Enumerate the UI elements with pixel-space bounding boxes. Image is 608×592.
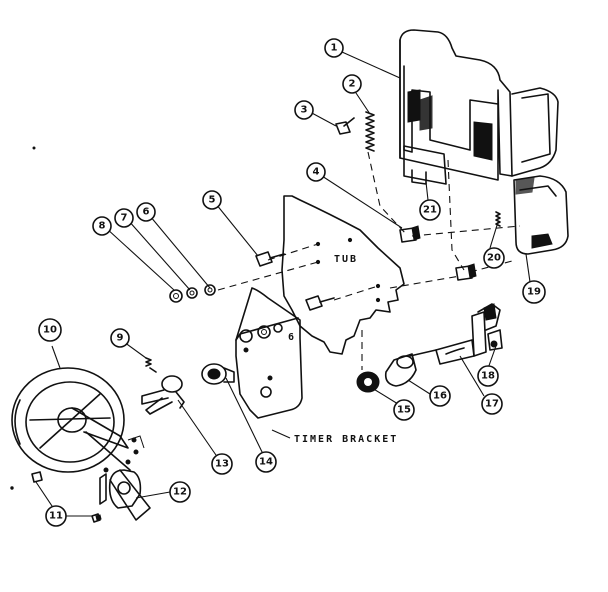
- callout-18: 18: [477, 365, 499, 387]
- callout-11: 11: [45, 505, 67, 527]
- callout-4: 4: [306, 162, 326, 182]
- svg-text:7: 7: [121, 213, 128, 224]
- svg-text:16: 16: [433, 391, 447, 402]
- svg-text:11: 11: [49, 511, 63, 522]
- svg-text:5: 5: [209, 195, 216, 206]
- clip-part-19: [513, 175, 569, 255]
- svg-text:4: 4: [313, 167, 320, 178]
- callout-14: 14: [255, 451, 277, 473]
- svg-text:17: 17: [485, 399, 499, 410]
- washer-15: [356, 371, 380, 393]
- callout-16: 16: [429, 385, 451, 407]
- svg-text:6: 6: [143, 207, 150, 218]
- svg-text:21: 21: [423, 205, 437, 216]
- svg-text:2: 2: [349, 79, 356, 90]
- callout-9: 9: [110, 328, 130, 348]
- nut-14: [201, 363, 235, 385]
- shaft-17-18: [435, 303, 503, 365]
- svg-text:13: 13: [215, 459, 229, 470]
- svg-text:10: 10: [43, 325, 57, 336]
- svg-text:12: 12: [173, 487, 187, 498]
- screw-9: [145, 357, 157, 373]
- clip-3: [335, 117, 355, 135]
- svg-text:1: 1: [331, 43, 338, 54]
- timer-dial-10: [11, 367, 151, 521]
- timer-motor-12: [99, 435, 145, 509]
- part-13: [141, 375, 185, 415]
- timer-bracket: 6 TIMER BRACKET: [235, 287, 398, 445]
- bracket-mark-6: 6: [288, 332, 296, 343]
- callout-15: 15: [393, 399, 415, 421]
- callout-3: 3: [294, 100, 314, 120]
- bushing-16: [384, 349, 437, 387]
- callout-19: 19: [522, 280, 546, 304]
- svg-text:15: 15: [397, 405, 411, 416]
- leader-lines: [35, 51, 531, 517]
- svg-text:3: 3: [301, 105, 308, 116]
- clip-lower: [455, 263, 477, 281]
- assembly-lines: [217, 151, 521, 370]
- screw-11: [31, 471, 102, 523]
- callout-10: 10: [38, 318, 62, 342]
- washer-7: [186, 287, 198, 299]
- callout-7: 7: [114, 208, 134, 228]
- callout-2: 2: [342, 74, 362, 94]
- callout-12: 12: [169, 481, 191, 503]
- spring-2: [365, 111, 375, 152]
- spring-20: [495, 211, 501, 227]
- callout-5: 5: [202, 190, 222, 210]
- svg-text:9: 9: [117, 333, 124, 344]
- callout-17: 17: [481, 393, 503, 415]
- screw-lower: [305, 295, 335, 311]
- tub-support-bracket: [399, 29, 559, 185]
- svg-text:14: 14: [259, 457, 273, 468]
- callout-13: 13: [211, 453, 233, 475]
- callout-21: 21: [419, 199, 441, 221]
- svg-text:20: 20: [487, 253, 501, 264]
- callout-6: 6: [136, 202, 156, 222]
- clip-4: [399, 225, 421, 243]
- svg-text:8: 8: [99, 221, 106, 232]
- tub-label: TUB: [334, 254, 358, 265]
- screw-5: [255, 251, 285, 267]
- tub-plate: TUB: [281, 195, 405, 355]
- callout-20: 20: [483, 247, 505, 269]
- callout-8: 8: [92, 216, 112, 236]
- washer-6: [204, 284, 216, 296]
- svg-text:18: 18: [481, 371, 495, 382]
- callout-1: 1: [324, 38, 344, 58]
- nut-8: [169, 289, 183, 303]
- timer-bracket-label: TIMER BRACKET: [294, 434, 398, 445]
- svg-text:19: 19: [527, 287, 541, 298]
